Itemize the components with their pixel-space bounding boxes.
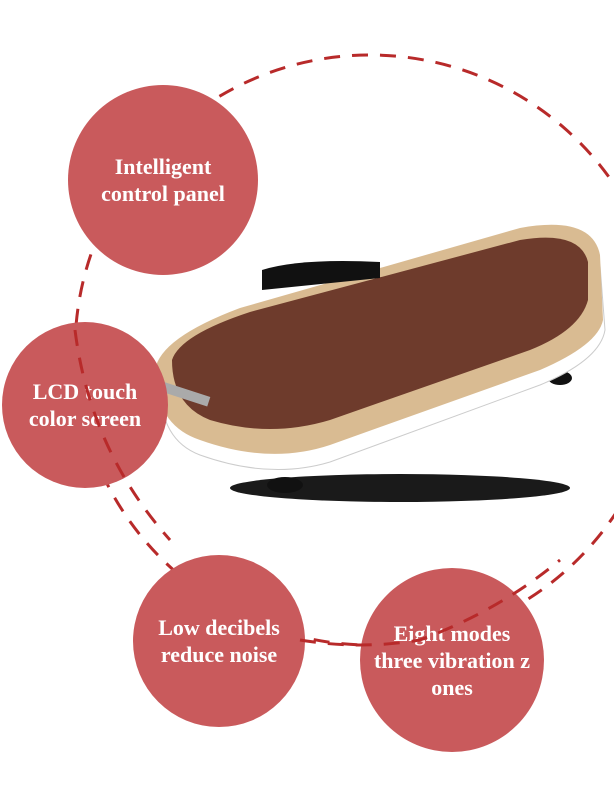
feature-text: Eight modes [393,620,511,646]
feature-text: Intelligent [114,154,212,179]
feature-text: LCD touch [32,379,138,404]
feature-text: three vibration z [373,647,530,673]
feature-text: control panel [101,181,225,206]
vibration-plate-image [154,224,606,502]
feature-text: Low decibels [158,615,280,640]
feature-text: color screen [28,406,142,431]
feature-text: reduce noise [160,642,278,667]
feature-text: ones [431,674,473,700]
